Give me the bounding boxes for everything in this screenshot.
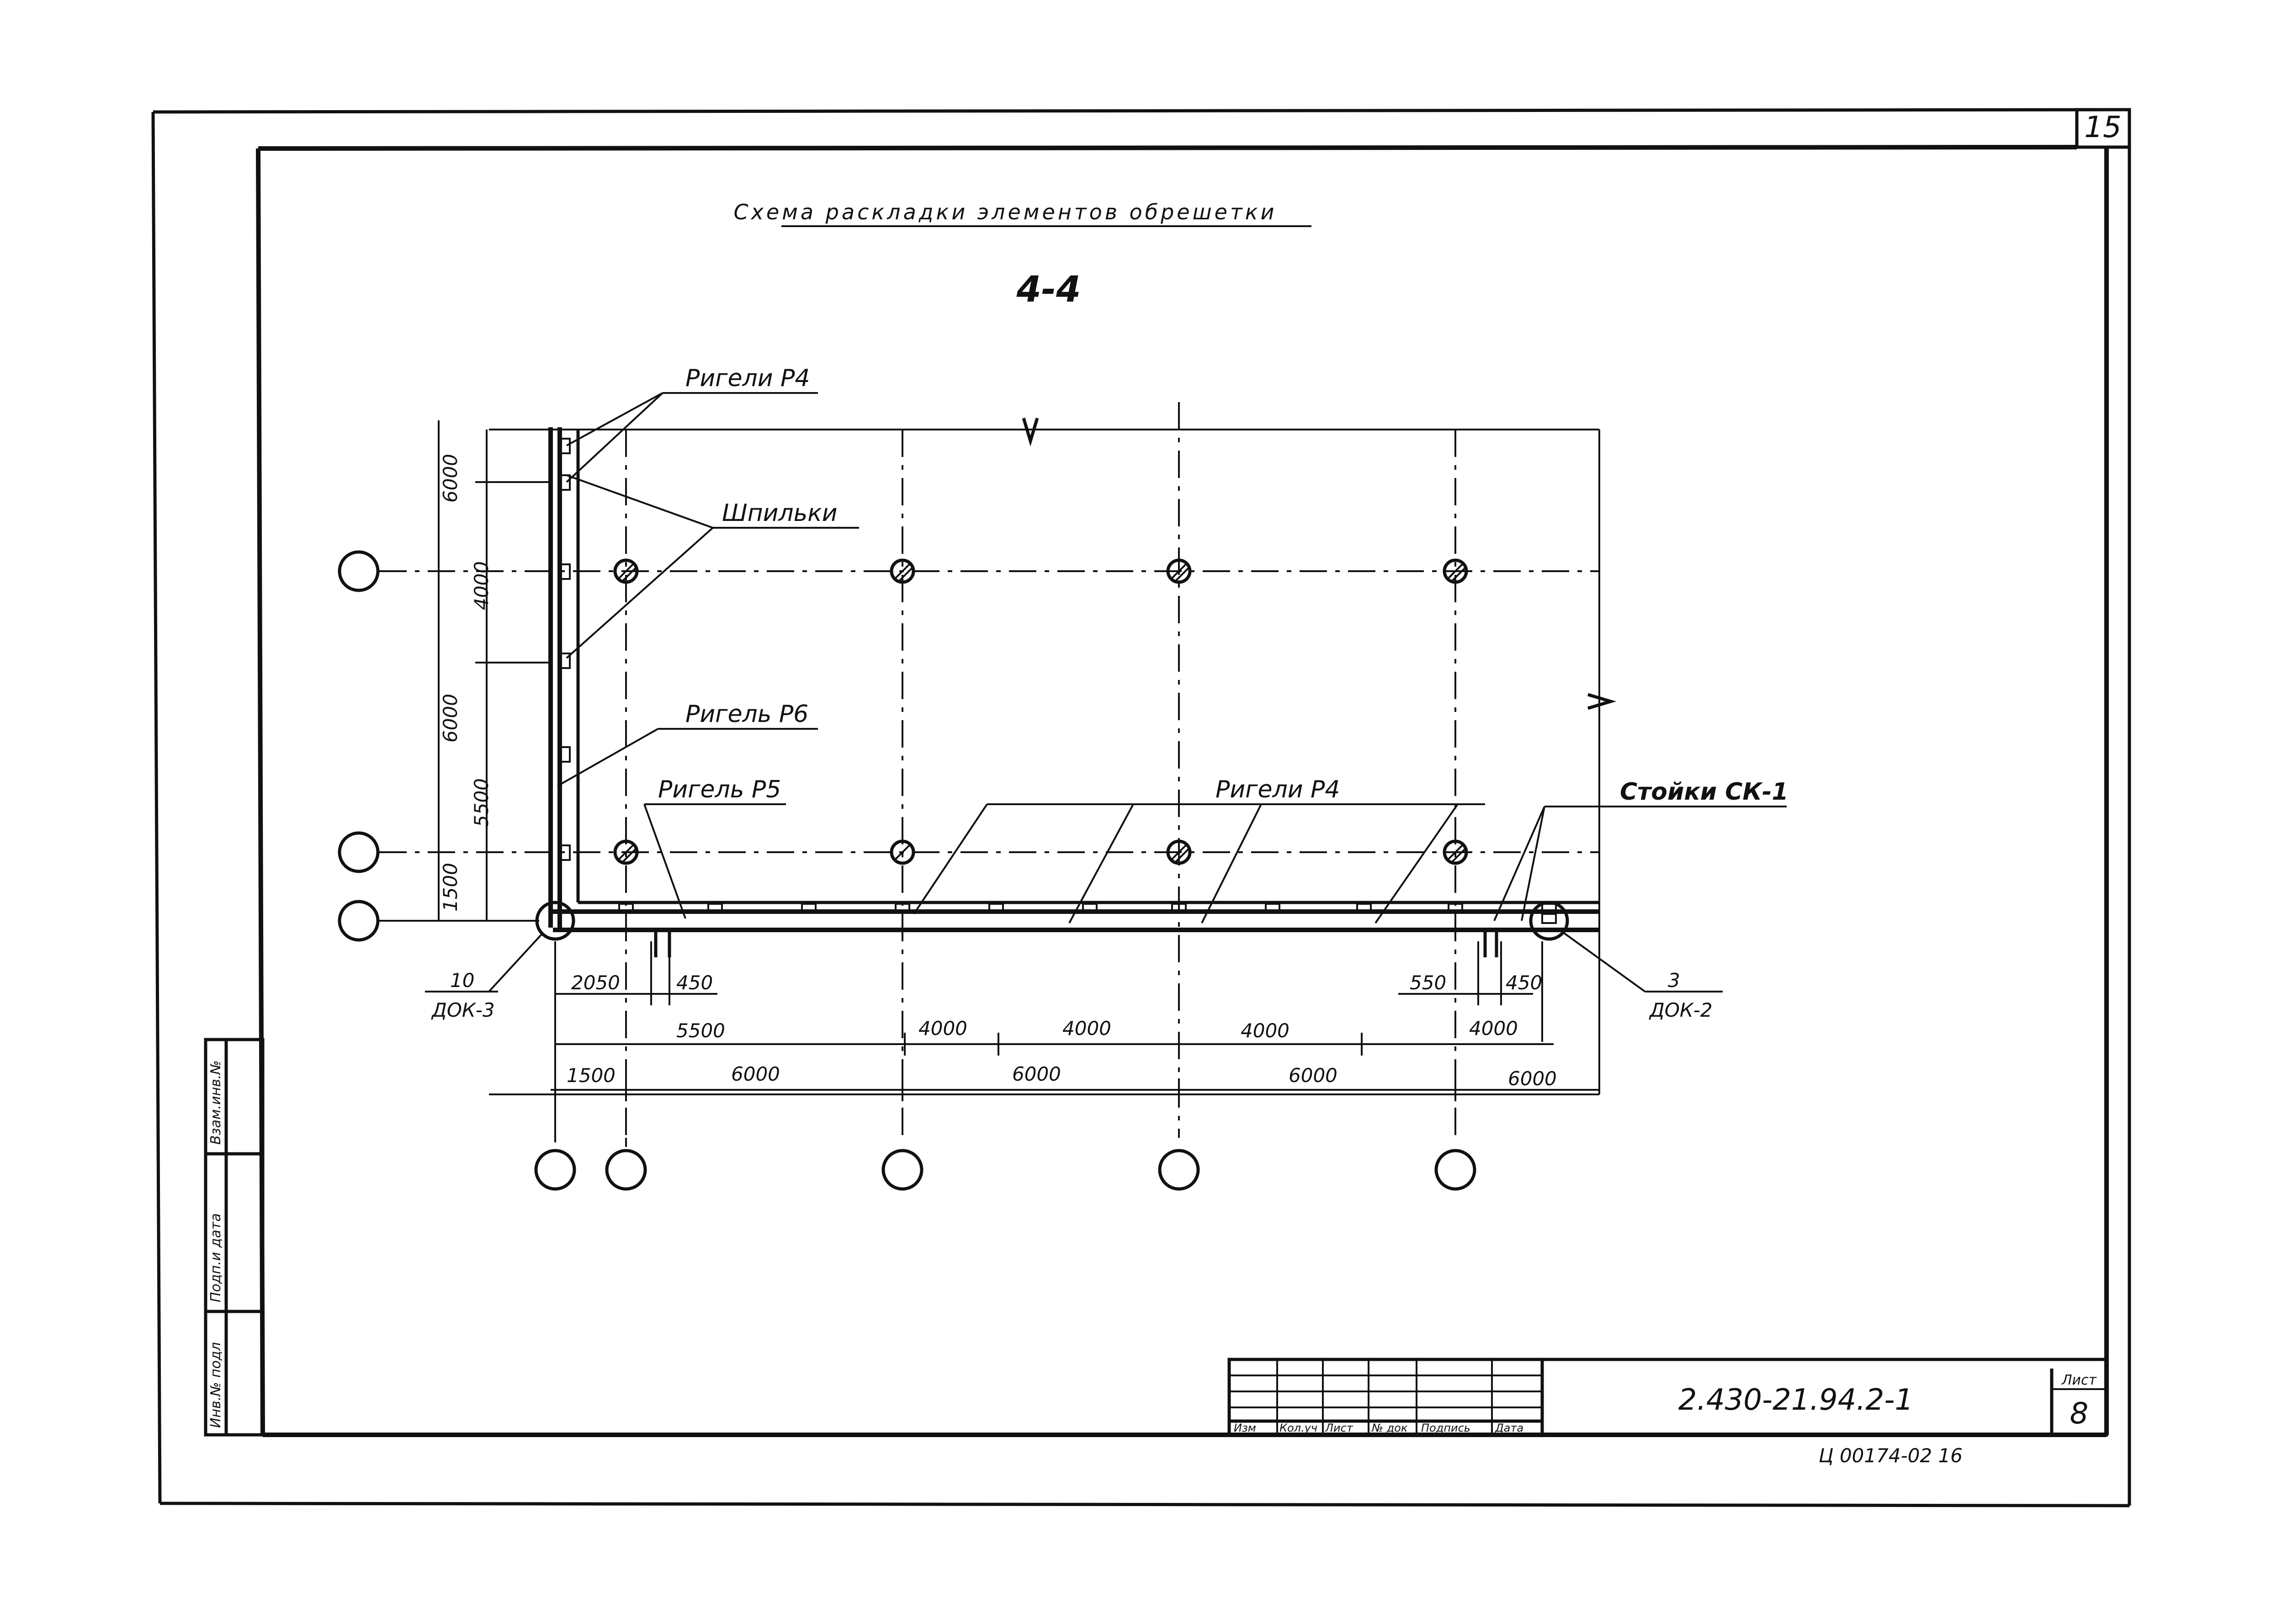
left-girt-tabs — [559, 438, 571, 861]
column-markers — [613, 558, 1468, 865]
label-stoiki: Стойки СК-1 — [1620, 778, 1788, 806]
list-number: 8 — [2070, 1397, 2089, 1431]
tb-col-1: Изм — [1234, 1422, 1256, 1434]
side-stamp-field-1: Взам.инв.№ — [208, 1060, 224, 1145]
label-shpilki: Шпильки — [722, 499, 837, 527]
axis-bubbles — [338, 550, 1476, 1191]
dim-r1-2: 450 — [676, 971, 713, 994]
dim-r1-3: 550 — [1410, 971, 1446, 994]
outer-frame — [151, 108, 2131, 1507]
dim-r3-1: 1500 — [567, 1064, 616, 1087]
dim-v-1: 6000 — [439, 454, 462, 503]
corner-number: 15 — [2084, 111, 2121, 144]
dim-r2-3: 4000 — [1062, 1017, 1111, 1040]
label-rigeli-p4-top: Ригели Р4 — [685, 365, 810, 392]
label-rigel-p5: Ригель Р5 — [658, 776, 781, 803]
title-block: Изм Кол.уч Лист № док Подпись Дата 2.430… — [1227, 1358, 2108, 1437]
tb-col-4: № док — [1371, 1422, 1408, 1434]
inventory-number: Ц 00174-02 16 — [1819, 1444, 1963, 1467]
label-rigeli-p4-mid: Ригели Р4 — [1215, 776, 1340, 803]
horizontal-dimensions: 2050 450 550 450 5500 4000 4000 4000 400… — [551, 971, 1599, 1101]
callouts: Ригели Р4 Шпильки Ригель Р6 Ригель Р5 Ри… — [425, 365, 1788, 1021]
tb-col-6: Дата — [1495, 1422, 1523, 1434]
dim-r3-3: 6000 — [1012, 1063, 1061, 1085]
node-right-number: 3 — [1668, 969, 1680, 992]
dim-r3-5: 6000 — [1508, 1067, 1557, 1090]
dim-v-2: 4000 — [470, 561, 493, 610]
dim-v-5: 1500 — [439, 863, 462, 912]
side-stamp-field-3: Инв.№ подл — [208, 1342, 224, 1428]
dim-r1-1: 2050 — [571, 971, 620, 994]
dim-r3-2: 6000 — [731, 1063, 780, 1085]
tb-col-3: Лист — [1325, 1422, 1353, 1434]
dim-r2-2: 4000 — [918, 1017, 967, 1040]
vertical-dimensions: 6000 4000 6000 5500 1500 — [430, 420, 553, 922]
dim-v-4: 5500 — [470, 778, 493, 827]
label-rigel-p6: Ригель Р6 — [685, 701, 808, 728]
dim-r2-1: 5500 — [676, 1019, 725, 1042]
node-right-ref: ДОК-2 — [1649, 999, 1713, 1021]
dim-r2-4: 4000 — [1241, 1019, 1290, 1042]
dim-r1-4: 450 — [1506, 971, 1542, 994]
node-left-ref: ДОК-3 — [431, 999, 495, 1021]
dim-r2-5: 4000 — [1469, 1017, 1518, 1040]
inner-frame — [256, 145, 2109, 1437]
section-mark: 4-4 — [1016, 269, 1081, 310]
frame-diagram — [379, 402, 1617, 1147]
node-left-number: 10 — [450, 969, 474, 992]
dim-r3-4: 6000 — [1289, 1064, 1337, 1087]
dim-v-3: 6000 — [439, 694, 462, 743]
list-label: Лист — [2061, 1372, 2097, 1388]
side-stamp: Взам.инв.№ Подп.и дата Инв.№ подл — [204, 1038, 265, 1437]
document-code: 2.430-21.94.2-1 — [1678, 1383, 1913, 1417]
side-stamp-field-2: Подп.и дата — [208, 1213, 224, 1302]
corner-number-box: 15 — [2075, 108, 2131, 149]
posts-sk1 — [649, 929, 1600, 1094]
tb-col-5: Подпись — [1421, 1422, 1470, 1434]
tb-col-2: Кол.уч — [1279, 1422, 1317, 1434]
drawing-title: Схема раскладки элементов обрешетки — [734, 200, 1277, 224]
